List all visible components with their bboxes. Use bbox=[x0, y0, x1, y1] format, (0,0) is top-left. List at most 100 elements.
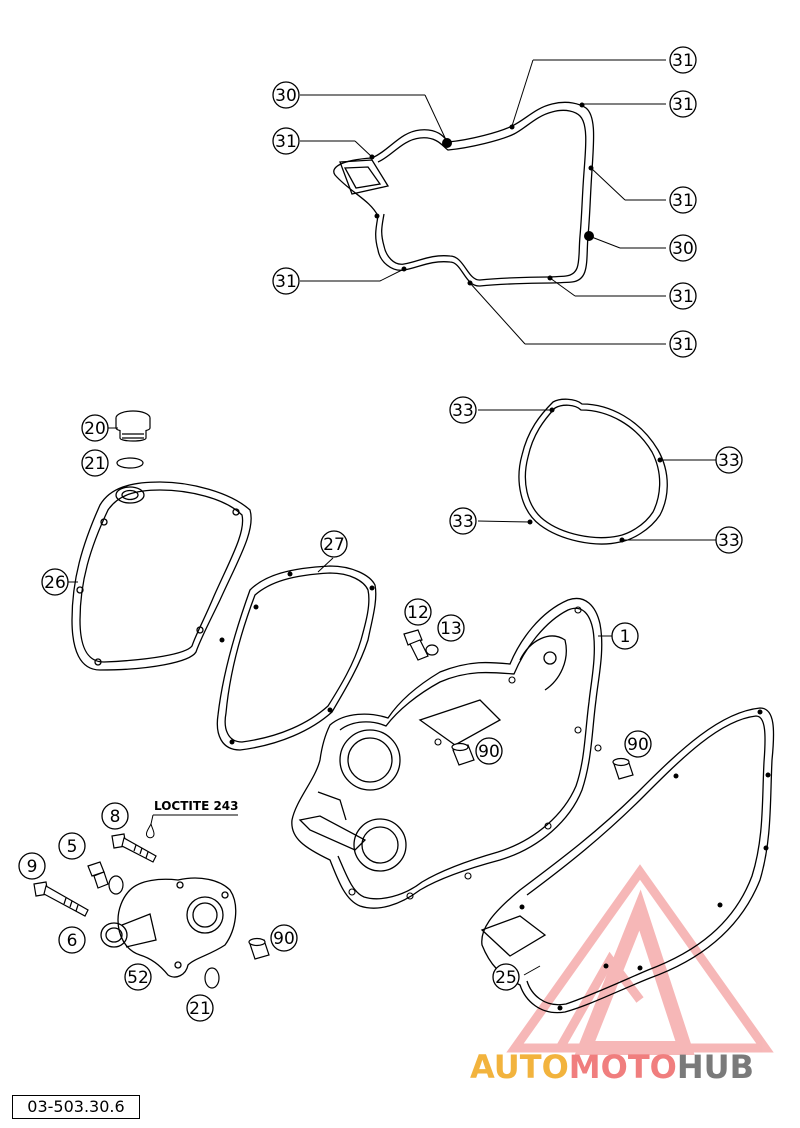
callout-label: 52 bbox=[127, 968, 149, 988]
ignition-cover-bolts bbox=[348, 606, 602, 900]
callout-circle bbox=[58, 926, 86, 954]
callout-label: 30 bbox=[672, 239, 694, 259]
callout-33-c: 33 bbox=[449, 507, 477, 535]
callout-25: 25 bbox=[492, 963, 520, 991]
callout-label: 31 bbox=[672, 51, 694, 71]
callout-circle bbox=[669, 282, 697, 310]
watermark-brand: AUTOMOTOHUB bbox=[470, 1048, 754, 1086]
gasket-33-leader-lines bbox=[477, 409, 716, 541]
callout-12: 12 bbox=[404, 598, 432, 626]
callout-31-b: 31 bbox=[272, 127, 300, 155]
callout-circle bbox=[449, 507, 477, 535]
callout-label: 31 bbox=[672, 287, 694, 307]
callout-26: 26 bbox=[41, 568, 69, 596]
callout-label: 5 bbox=[67, 837, 78, 857]
watermark-logo bbox=[506, 864, 774, 1055]
water-pump-housing-52 bbox=[100, 877, 237, 978]
top-gasket-leader-lines bbox=[300, 59, 666, 345]
callout-20: 20 bbox=[81, 414, 109, 442]
callout-31-f: 31 bbox=[669, 282, 697, 310]
dowel-90-b bbox=[612, 757, 634, 780]
callout-90-a: 90 bbox=[475, 737, 503, 765]
callout-circle bbox=[492, 963, 520, 991]
callout-circle bbox=[669, 46, 697, 74]
callout-21-b: 21 bbox=[186, 994, 214, 1022]
callout-label: 33 bbox=[718, 531, 740, 551]
callout-circle bbox=[715, 526, 743, 554]
clutch-cover-26 bbox=[71, 481, 252, 671]
callout-label: 21 bbox=[84, 454, 106, 474]
callout-21-a: 21 bbox=[81, 449, 109, 477]
dowel-90-a bbox=[451, 742, 475, 766]
callout-label: 31 bbox=[672, 95, 694, 115]
leader-25 bbox=[523, 965, 541, 976]
callout-13: 13 bbox=[437, 614, 465, 642]
callout-label: 90 bbox=[273, 929, 295, 949]
brand-part-hub: HUB bbox=[676, 1048, 755, 1086]
loctite-label: LOCTITE 243 bbox=[154, 799, 239, 813]
washer-13 bbox=[425, 644, 439, 656]
o-ring-6 bbox=[108, 875, 124, 895]
callout-circle bbox=[611, 622, 639, 650]
callout-circle bbox=[81, 414, 109, 442]
callout-circle bbox=[669, 330, 697, 358]
bolt-8 bbox=[111, 833, 157, 863]
callout-circle bbox=[669, 186, 697, 214]
callout-circle bbox=[437, 614, 465, 642]
callout-31-e: 31 bbox=[272, 267, 300, 295]
callout-circle bbox=[669, 234, 697, 262]
bolt-9 bbox=[33, 881, 89, 917]
ignition-cover-1 bbox=[291, 597, 603, 909]
loctite-drop bbox=[146, 822, 155, 839]
gasket-33 bbox=[518, 398, 668, 545]
callout-6: 6 bbox=[58, 926, 86, 954]
callout-label: 31 bbox=[672, 191, 694, 211]
callout-label: 1 bbox=[620, 627, 631, 647]
callout-1: 1 bbox=[611, 622, 639, 650]
callout-label: 21 bbox=[189, 999, 211, 1019]
callout-label: 20 bbox=[84, 419, 106, 439]
callout-label: 90 bbox=[478, 742, 500, 762]
callout-circle bbox=[18, 852, 46, 880]
callout-9: 9 bbox=[18, 852, 46, 880]
gasket-25-holes bbox=[519, 709, 771, 1011]
loctite-leader bbox=[150, 814, 154, 825]
callout-label: 9 bbox=[27, 857, 38, 877]
callout-circle bbox=[475, 737, 503, 765]
callout-label: 30 bbox=[275, 86, 297, 106]
callout-circle bbox=[404, 598, 432, 626]
top-gasket bbox=[333, 101, 595, 287]
callout-label: 26 bbox=[44, 573, 66, 593]
leader-27 bbox=[317, 557, 334, 573]
callout-31-d: 31 bbox=[669, 186, 697, 214]
oil-plug-20 bbox=[115, 410, 151, 442]
callout-30-b: 30 bbox=[669, 234, 697, 262]
brand-part-moto: MOTO bbox=[568, 1048, 677, 1086]
callout-circle bbox=[186, 994, 214, 1022]
callout-33-b: 33 bbox=[715, 446, 743, 474]
brand-part-auto: AUTO bbox=[470, 1048, 569, 1086]
dowel-90-c bbox=[248, 937, 270, 960]
callout-circle bbox=[124, 963, 152, 991]
drawing-number: 03-503.30.6 bbox=[12, 1095, 140, 1119]
callout-circle bbox=[320, 530, 348, 558]
callout-label: 31 bbox=[672, 335, 694, 355]
callout-circle bbox=[715, 446, 743, 474]
o-ring-21-top bbox=[116, 457, 144, 469]
screw-5 bbox=[87, 861, 109, 889]
callout-label: 6 bbox=[67, 931, 78, 951]
callout-label: 31 bbox=[275, 272, 297, 292]
callout-90-b: 90 bbox=[624, 730, 652, 758]
callout-31-g: 31 bbox=[669, 330, 697, 358]
callout-circle bbox=[272, 127, 300, 155]
callout-circle bbox=[272, 267, 300, 295]
callout-label: 90 bbox=[627, 735, 649, 755]
callout-label: 25 bbox=[495, 968, 517, 988]
callout-circle bbox=[101, 802, 129, 830]
callout-circle bbox=[624, 730, 652, 758]
callout-label: 33 bbox=[452, 512, 474, 532]
callout-circle bbox=[270, 924, 298, 952]
callout-circle bbox=[669, 90, 697, 118]
gasket-27-holes bbox=[219, 571, 375, 745]
callout-8: 8 bbox=[101, 802, 129, 830]
